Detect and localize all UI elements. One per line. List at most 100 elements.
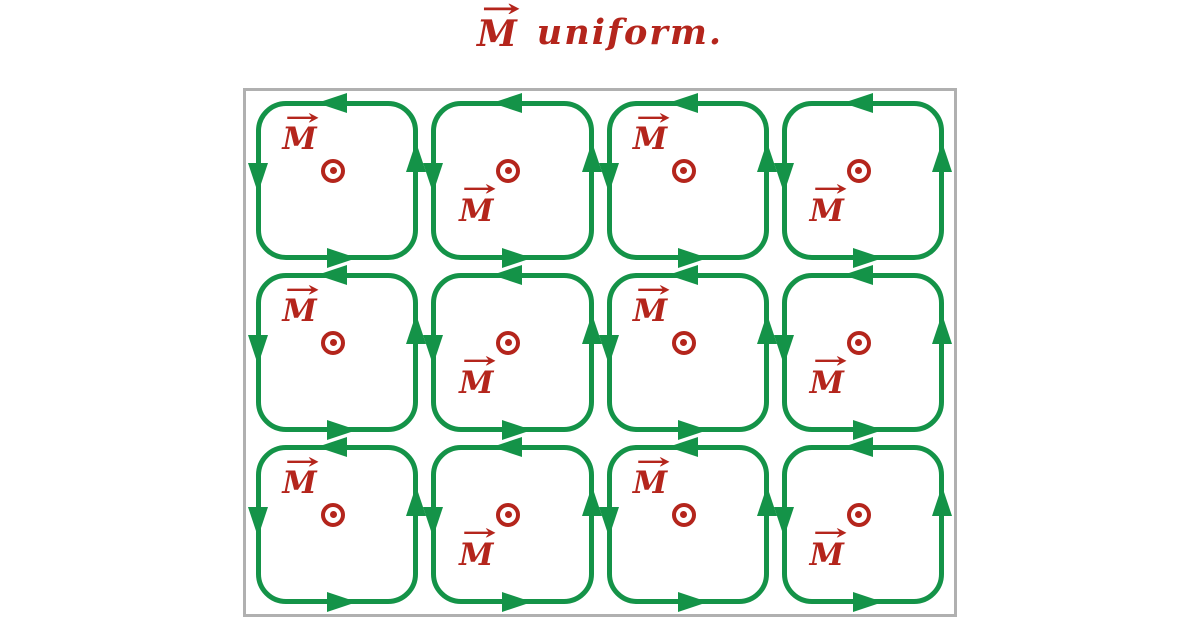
title-text: uniform. [536,12,724,53]
out-of-page-dot-icon [671,158,696,183]
magnetization-vector-label: → M [282,451,320,502]
current-loop-cell: → M [773,437,952,612]
vector-arrow-icon: → [461,348,497,375]
current-arrow-right-icon [327,248,358,268]
current-arrow-left-icon [492,93,523,113]
current-arrow-left-icon [842,437,873,457]
magnetization-vector-label: → M [282,279,320,327]
current-arrow-right-icon [502,420,533,440]
current-arrow-up-icon [581,313,602,344]
current-arrow-right-icon [852,248,883,268]
vector-arrow-icon: → [812,176,848,203]
current-arrow-left-icon [667,437,698,457]
vector-letter: M [282,465,317,502]
current-arrow-left-icon [317,265,348,285]
out-of-page-dot-icon [496,330,521,355]
current-arrow-right-icon [327,420,358,440]
current-arrow-up-icon [756,313,777,344]
magnetization-vector-label: → M [282,107,320,158]
vector-arrow-icon: → [812,348,848,375]
current-arrow-right-icon [677,420,708,440]
magnetization-vector-label: → M [633,107,671,155]
current-arrow-up-icon [932,313,952,344]
current-arrow-down-icon [598,506,619,537]
current-arrow-up-icon [756,141,777,172]
current-arrow-down-icon [598,162,619,193]
current-arrow-down-icon [773,334,794,365]
magnetization-vector-label: → M [632,451,671,502]
current-arrow-left-icon [667,265,698,285]
magnetization-vector-label: → M [809,520,848,573]
current-arrow-left-icon [667,93,698,113]
out-of-page-dot-icon [496,158,521,183]
current-arrow-up-icon [932,141,952,172]
current-arrow-right-icon [677,248,708,268]
vector-letter: M [809,192,844,229]
current-arrow-down-icon [423,334,444,365]
vector-letter: M [809,364,844,401]
current-arrow-up-icon [406,141,427,172]
current-loop-cell: → M [598,93,777,268]
current-loop-cell: → M [248,93,427,268]
current-arrow-down-icon [248,506,268,537]
current-arrow-left-icon [317,93,348,113]
vector-letter: M [459,536,494,573]
out-of-page-dot-icon [321,158,346,183]
current-arrow-up-icon [581,485,602,516]
current-loop-cell: → M [773,265,952,440]
vector-letter: M [632,293,668,330]
out-of-page-dot-icon [846,502,871,527]
current-arrow-right-icon [852,420,883,440]
vector-arrow-icon: → [812,520,848,547]
vector-arrow-icon: → [285,276,321,303]
current-arrow-right-icon [677,592,708,612]
current-loop-cell: → M [423,437,602,612]
magnetization-vector-label: → M [632,279,671,330]
current-arrow-left-icon [492,437,523,457]
vector-arrow-icon: → [635,104,671,131]
current-arrow-up-icon [756,485,777,516]
current-loop-cell: → M [248,265,427,440]
current-loop-cell: → M [598,437,777,612]
magnetization-vector-label: → M [459,350,497,401]
current-arrow-down-icon [423,162,444,193]
magnetization-vector-label: → M [809,348,848,401]
vector-arrow-icon: → [461,520,497,547]
current-arrow-up-icon [581,141,602,172]
current-loop-cell: → M [248,437,427,612]
vector-letter: M [459,192,494,229]
current-arrow-down-icon [598,334,619,365]
out-of-page-dot-icon [846,330,871,355]
page-title: → M uniform. [0,0,1200,53]
diagram-frame: → M → M → M → M [243,88,957,617]
title-magnetization-vector: → M [477,0,521,52]
out-of-page-dot-icon [671,330,696,355]
current-arrow-left-icon [842,93,873,113]
magnetization-vector-label: → M [459,522,497,573]
out-of-page-dot-icon [671,502,696,527]
current-arrow-right-icon [502,248,533,268]
out-of-page-dot-icon [321,502,346,527]
vector-arrow-icon: → [461,176,497,203]
vector-arrow-icon: → [285,448,321,475]
current-arrow-up-icon [932,485,952,516]
current-loop-cell: → M [773,93,952,268]
magnetization-vector-label: → M [459,178,497,229]
current-arrow-left-icon [317,437,348,457]
vector-arrow-icon: → [285,104,321,131]
current-loop-cell: → M [423,93,602,268]
out-of-page-dot-icon [846,158,871,183]
vector-letter: M [459,364,494,401]
current-arrow-right-icon [852,592,883,612]
current-arrow-down-icon [773,506,794,537]
vector-arrow-icon: → [635,276,671,303]
current-arrow-down-icon [248,162,268,193]
current-arrow-up-icon [406,485,427,516]
current-arrow-down-icon [248,334,268,365]
magnetization-vector-label: → M [809,176,848,229]
out-of-page-dot-icon [496,502,521,527]
vector-letter: M [809,536,844,573]
vector-letter: M [282,121,317,158]
vector-letter: M [632,465,668,502]
